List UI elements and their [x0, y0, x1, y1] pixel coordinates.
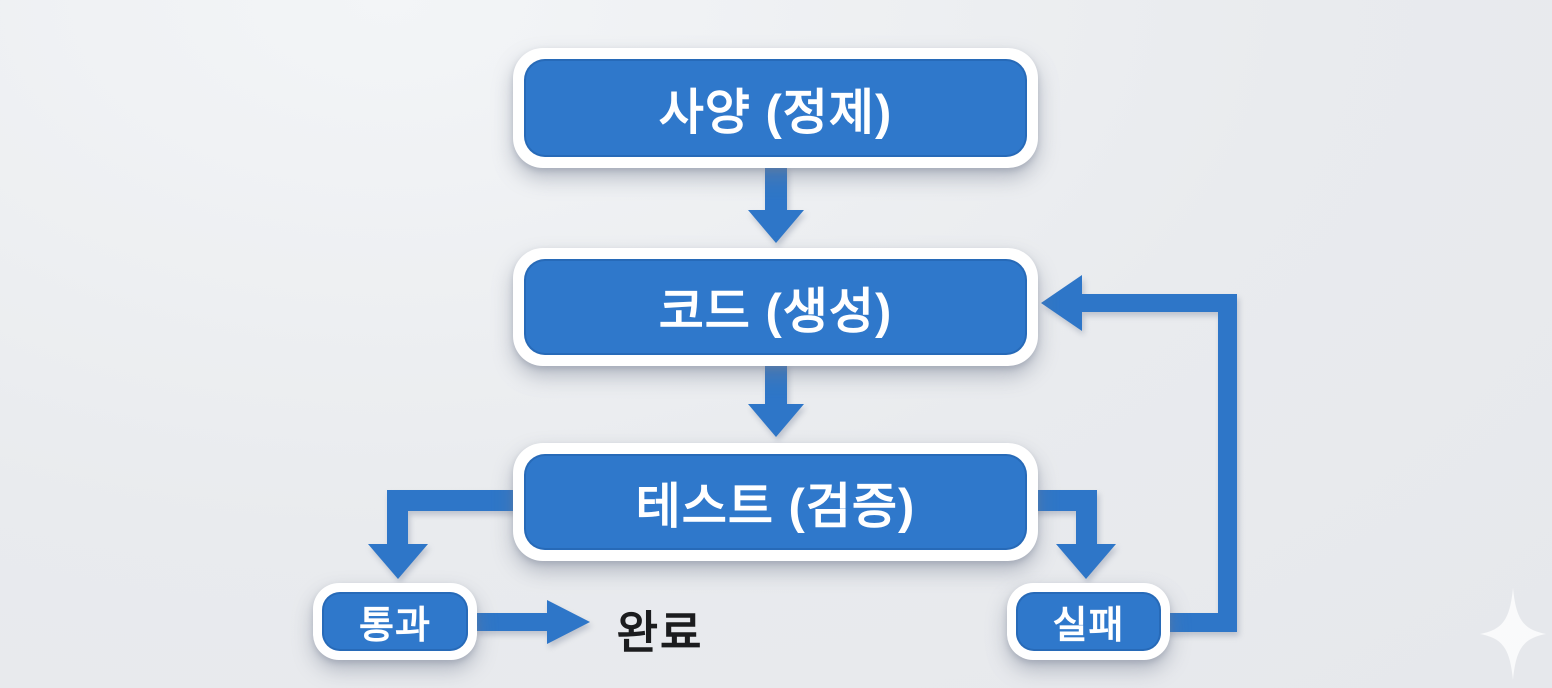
node-pass-label: 통과 — [322, 592, 468, 651]
node-spec: 사양 (정제) — [513, 48, 1038, 168]
arrow-down-icon — [1056, 544, 1116, 579]
sparkle-star-icon — [1480, 588, 1546, 680]
edge-shaft — [765, 166, 787, 212]
arrow-left-icon — [1041, 275, 1082, 331]
done-label: 완료 — [616, 607, 704, 658]
edge-shaft — [1218, 294, 1237, 632]
arrow-down-icon — [748, 404, 804, 437]
edge-shaft — [475, 613, 549, 631]
arrow-down-icon — [368, 544, 428, 579]
arrow-right-icon — [547, 600, 590, 644]
node-pass: 통과 — [313, 583, 477, 660]
node-fail: 실패 — [1007, 583, 1170, 660]
edge-shaft — [765, 362, 787, 406]
node-code-label: 코드 (생성) — [524, 259, 1027, 355]
node-spec-label: 사양 (정제) — [524, 59, 1027, 157]
node-code: 코드 (생성) — [513, 248, 1038, 366]
node-fail-label: 실패 — [1016, 592, 1161, 651]
edge-shaft — [1076, 490, 1097, 546]
node-test: 테스트 (검증) — [513, 443, 1038, 561]
arrow-down-icon — [748, 210, 804, 243]
edge-shaft — [387, 490, 408, 546]
edge-shaft — [387, 490, 527, 511]
node-test-label: 테스트 (검증) — [524, 454, 1027, 550]
edge-shaft — [1080, 294, 1237, 312]
